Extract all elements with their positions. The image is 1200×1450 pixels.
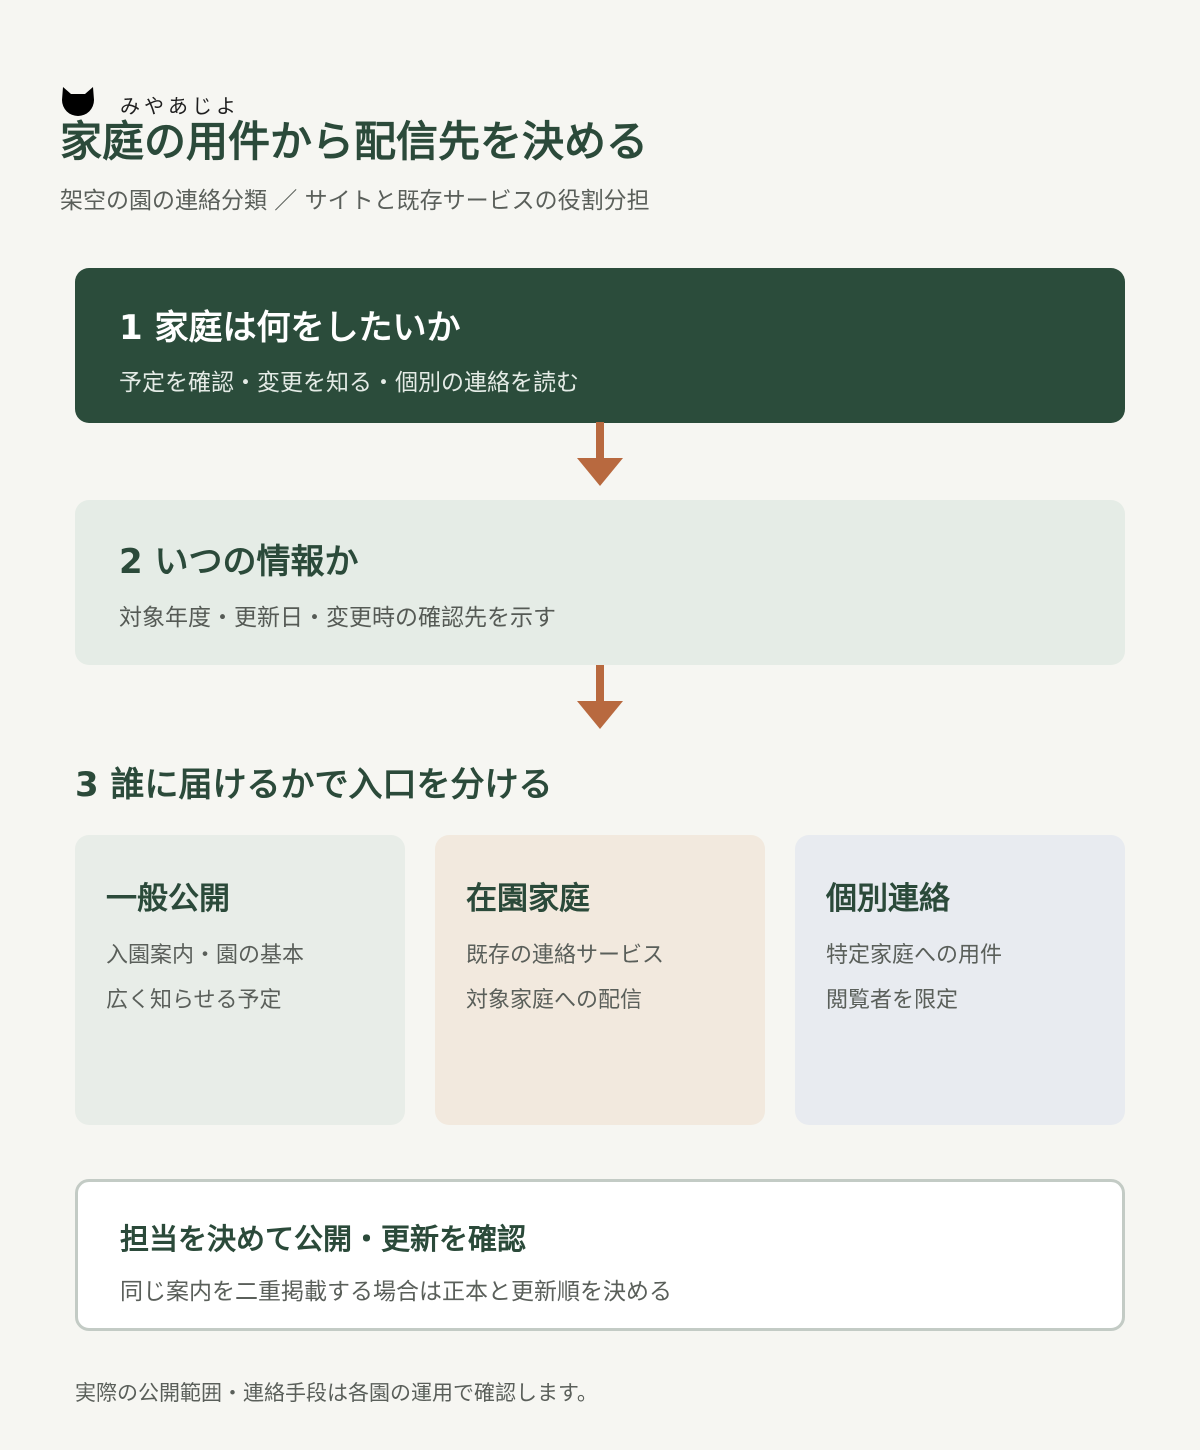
step-1-title: 1 家庭は何をしたいか bbox=[119, 308, 461, 348]
card-enrolled-families: 在園家庭 既存の連絡サービス 対象家庭への配信 bbox=[435, 835, 765, 1125]
card-individual-contact-title: 個別連絡 bbox=[826, 881, 950, 917]
card-enrolled-families-line: 対象家庭への配信 bbox=[466, 988, 643, 1013]
note-box: 担当を決めて公開・更新を確認 同じ案内を二重掲載する場合は正本と更新順を決める bbox=[75, 1179, 1125, 1331]
step-2-box: 2 いつの情報か 対象年度・更新日・変更時の確認先を示す bbox=[75, 500, 1125, 665]
down-arrow-icon bbox=[577, 422, 623, 486]
step-1-box: 1 家庭は何をしたいか 予定を確認・変更を知る・個別の連絡を読む bbox=[75, 268, 1125, 423]
page-title: 家庭の用件から配信先を決める bbox=[60, 117, 649, 166]
step-3-title: 3 誰に届けるかで入口を分ける bbox=[75, 765, 553, 805]
card-individual-contact-line: 閲覧者を限定 bbox=[826, 988, 959, 1013]
cat-logo-icon bbox=[62, 87, 94, 116]
step-2-desc: 対象年度・更新日・変更時の確認先を示す bbox=[119, 605, 556, 631]
card-public-title: 一般公開 bbox=[106, 881, 230, 917]
note-desc: 同じ案内を二重掲載する場合は正本と更新順を決める bbox=[120, 1279, 672, 1305]
card-enrolled-families-line: 既存の連絡サービス bbox=[466, 943, 665, 968]
card-public-line: 広く知らせる予定 bbox=[106, 988, 282, 1013]
step-2-title: 2 いつの情報か bbox=[119, 542, 359, 582]
footer-note: 実際の公開範囲・連絡手段は各園の運用で確認します。 bbox=[75, 1381, 598, 1405]
down-arrow-icon bbox=[577, 665, 623, 729]
card-individual-contact-line: 特定家庭への用件 bbox=[826, 943, 1003, 968]
step-1-desc: 予定を確認・変更を知る・個別の連絡を読む bbox=[119, 370, 579, 396]
card-public-line: 入園案内・園の基本 bbox=[106, 943, 305, 968]
note-title: 担当を決めて公開・更新を確認 bbox=[120, 1222, 527, 1256]
card-public: 一般公開 入園案内・園の基本 広く知らせる予定 bbox=[75, 835, 405, 1125]
logo-text: みやあじよ bbox=[120, 94, 240, 118]
card-individual-contact: 個別連絡 特定家庭への用件 閲覧者を限定 bbox=[795, 835, 1125, 1125]
page-subtitle: 架空の園の連絡分類 ／ サイトと既存サービスの役割分担 bbox=[60, 188, 650, 214]
card-enrolled-families-title: 在園家庭 bbox=[466, 881, 590, 917]
